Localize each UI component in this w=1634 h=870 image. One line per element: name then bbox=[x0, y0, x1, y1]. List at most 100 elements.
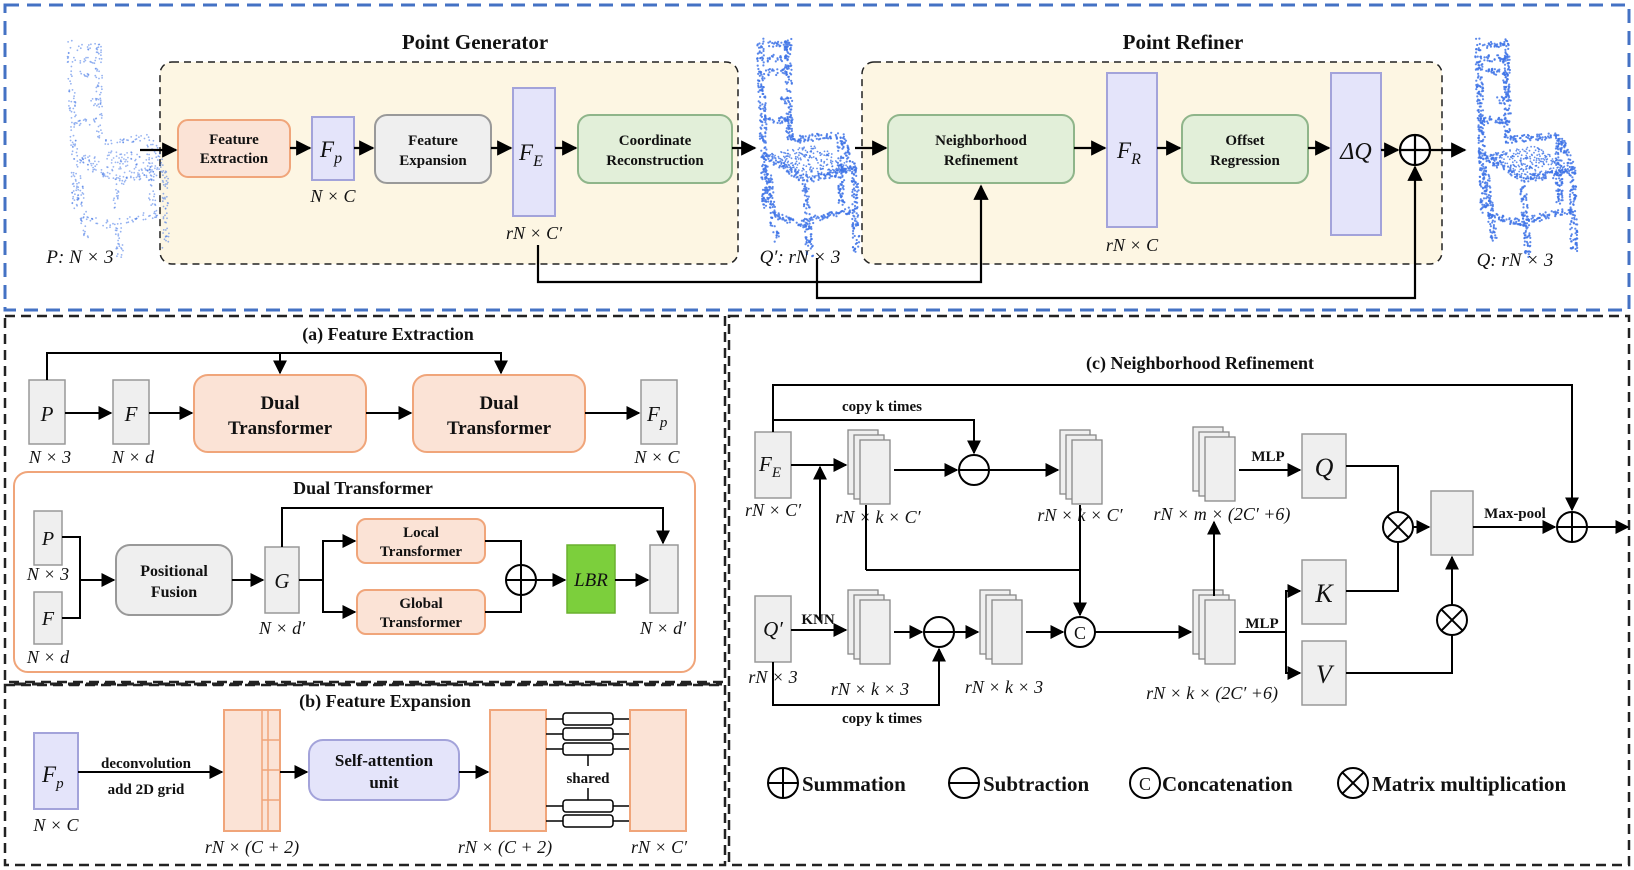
point bbox=[97, 82, 100, 84]
point bbox=[1566, 164, 1569, 167]
point bbox=[1493, 160, 1496, 163]
point bbox=[762, 135, 765, 138]
point bbox=[1523, 133, 1526, 137]
point bbox=[127, 156, 129, 159]
legend: Summation Subtraction C Concatenation Ma… bbox=[767, 767, 1567, 799]
point bbox=[1561, 137, 1564, 140]
point bbox=[763, 72, 766, 76]
point bbox=[1507, 66, 1511, 69]
point bbox=[1569, 206, 1572, 209]
point bbox=[119, 159, 122, 162]
point bbox=[119, 167, 122, 170]
point bbox=[790, 73, 793, 76]
g-dim: N × d′ bbox=[258, 618, 306, 638]
point bbox=[1477, 48, 1480, 52]
point bbox=[1533, 214, 1536, 217]
point bbox=[1524, 173, 1527, 176]
point bbox=[114, 233, 117, 236]
point bbox=[100, 129, 102, 132]
point bbox=[758, 132, 762, 135]
point bbox=[148, 179, 151, 181]
point bbox=[83, 234, 85, 237]
point bbox=[805, 165, 808, 168]
point bbox=[1555, 189, 1558, 192]
point bbox=[764, 171, 767, 174]
point bbox=[790, 116, 793, 119]
concat-feature-stack bbox=[1192, 589, 1236, 665]
point bbox=[789, 111, 792, 114]
svg-text:Fp: Fp bbox=[646, 402, 668, 431]
point bbox=[1508, 96, 1511, 99]
point bbox=[1479, 126, 1482, 129]
point bbox=[154, 216, 156, 219]
point bbox=[1508, 112, 1511, 115]
point bbox=[82, 161, 84, 164]
point bbox=[67, 77, 70, 80]
point bbox=[794, 170, 796, 173]
point bbox=[1503, 87, 1506, 91]
point bbox=[1481, 82, 1484, 85]
point bbox=[1521, 134, 1524, 137]
point bbox=[804, 156, 806, 158]
point bbox=[1489, 209, 1493, 212]
point bbox=[1526, 206, 1529, 209]
point bbox=[94, 121, 96, 123]
point bbox=[1521, 217, 1525, 220]
point bbox=[1480, 121, 1484, 124]
point bbox=[1537, 174, 1540, 177]
point bbox=[1574, 243, 1577, 246]
point bbox=[776, 71, 779, 75]
point bbox=[760, 45, 763, 48]
point bbox=[843, 138, 846, 141]
point bbox=[772, 231, 775, 234]
point bbox=[1529, 160, 1532, 163]
point bbox=[107, 143, 109, 146]
point bbox=[848, 211, 852, 214]
point bbox=[1479, 76, 1482, 79]
point bbox=[132, 176, 135, 179]
point bbox=[98, 136, 101, 139]
point bbox=[95, 169, 97, 171]
point bbox=[758, 137, 762, 140]
point bbox=[786, 221, 789, 224]
point bbox=[91, 217, 93, 220]
point bbox=[1518, 173, 1521, 176]
point bbox=[1476, 68, 1479, 71]
point bbox=[1525, 222, 1529, 225]
point bbox=[825, 135, 828, 138]
stack-layer bbox=[859, 439, 891, 505]
point bbox=[1479, 148, 1482, 151]
c-k-symbol: K bbox=[1314, 579, 1334, 608]
a-fp-symbol: F bbox=[646, 402, 660, 426]
point bbox=[68, 105, 70, 107]
point bbox=[1545, 155, 1548, 158]
point bbox=[1481, 157, 1485, 160]
point bbox=[835, 169, 838, 172]
point bbox=[789, 154, 791, 156]
dt-output-block bbox=[649, 544, 679, 614]
point bbox=[79, 161, 82, 164]
point bbox=[821, 218, 824, 221]
point bbox=[804, 236, 807, 239]
point bbox=[101, 105, 103, 108]
point bbox=[822, 213, 825, 217]
point bbox=[94, 117, 97, 120]
point bbox=[785, 45, 788, 48]
expanded-feature-block-2 bbox=[489, 709, 547, 832]
point bbox=[69, 109, 71, 112]
dual-transformer-1-label-1: Dual bbox=[260, 393, 299, 414]
point bbox=[82, 193, 85, 195]
point bbox=[1513, 155, 1515, 158]
dual-transformer-detail-frame bbox=[13, 471, 696, 673]
point bbox=[1555, 142, 1558, 145]
point bbox=[1570, 226, 1573, 229]
point bbox=[1474, 56, 1477, 59]
point bbox=[764, 164, 767, 167]
point bbox=[1554, 213, 1557, 216]
point bbox=[82, 229, 85, 232]
point bbox=[1477, 63, 1480, 67]
point bbox=[797, 223, 800, 226]
point bbox=[134, 158, 137, 161]
point bbox=[1533, 159, 1535, 162]
